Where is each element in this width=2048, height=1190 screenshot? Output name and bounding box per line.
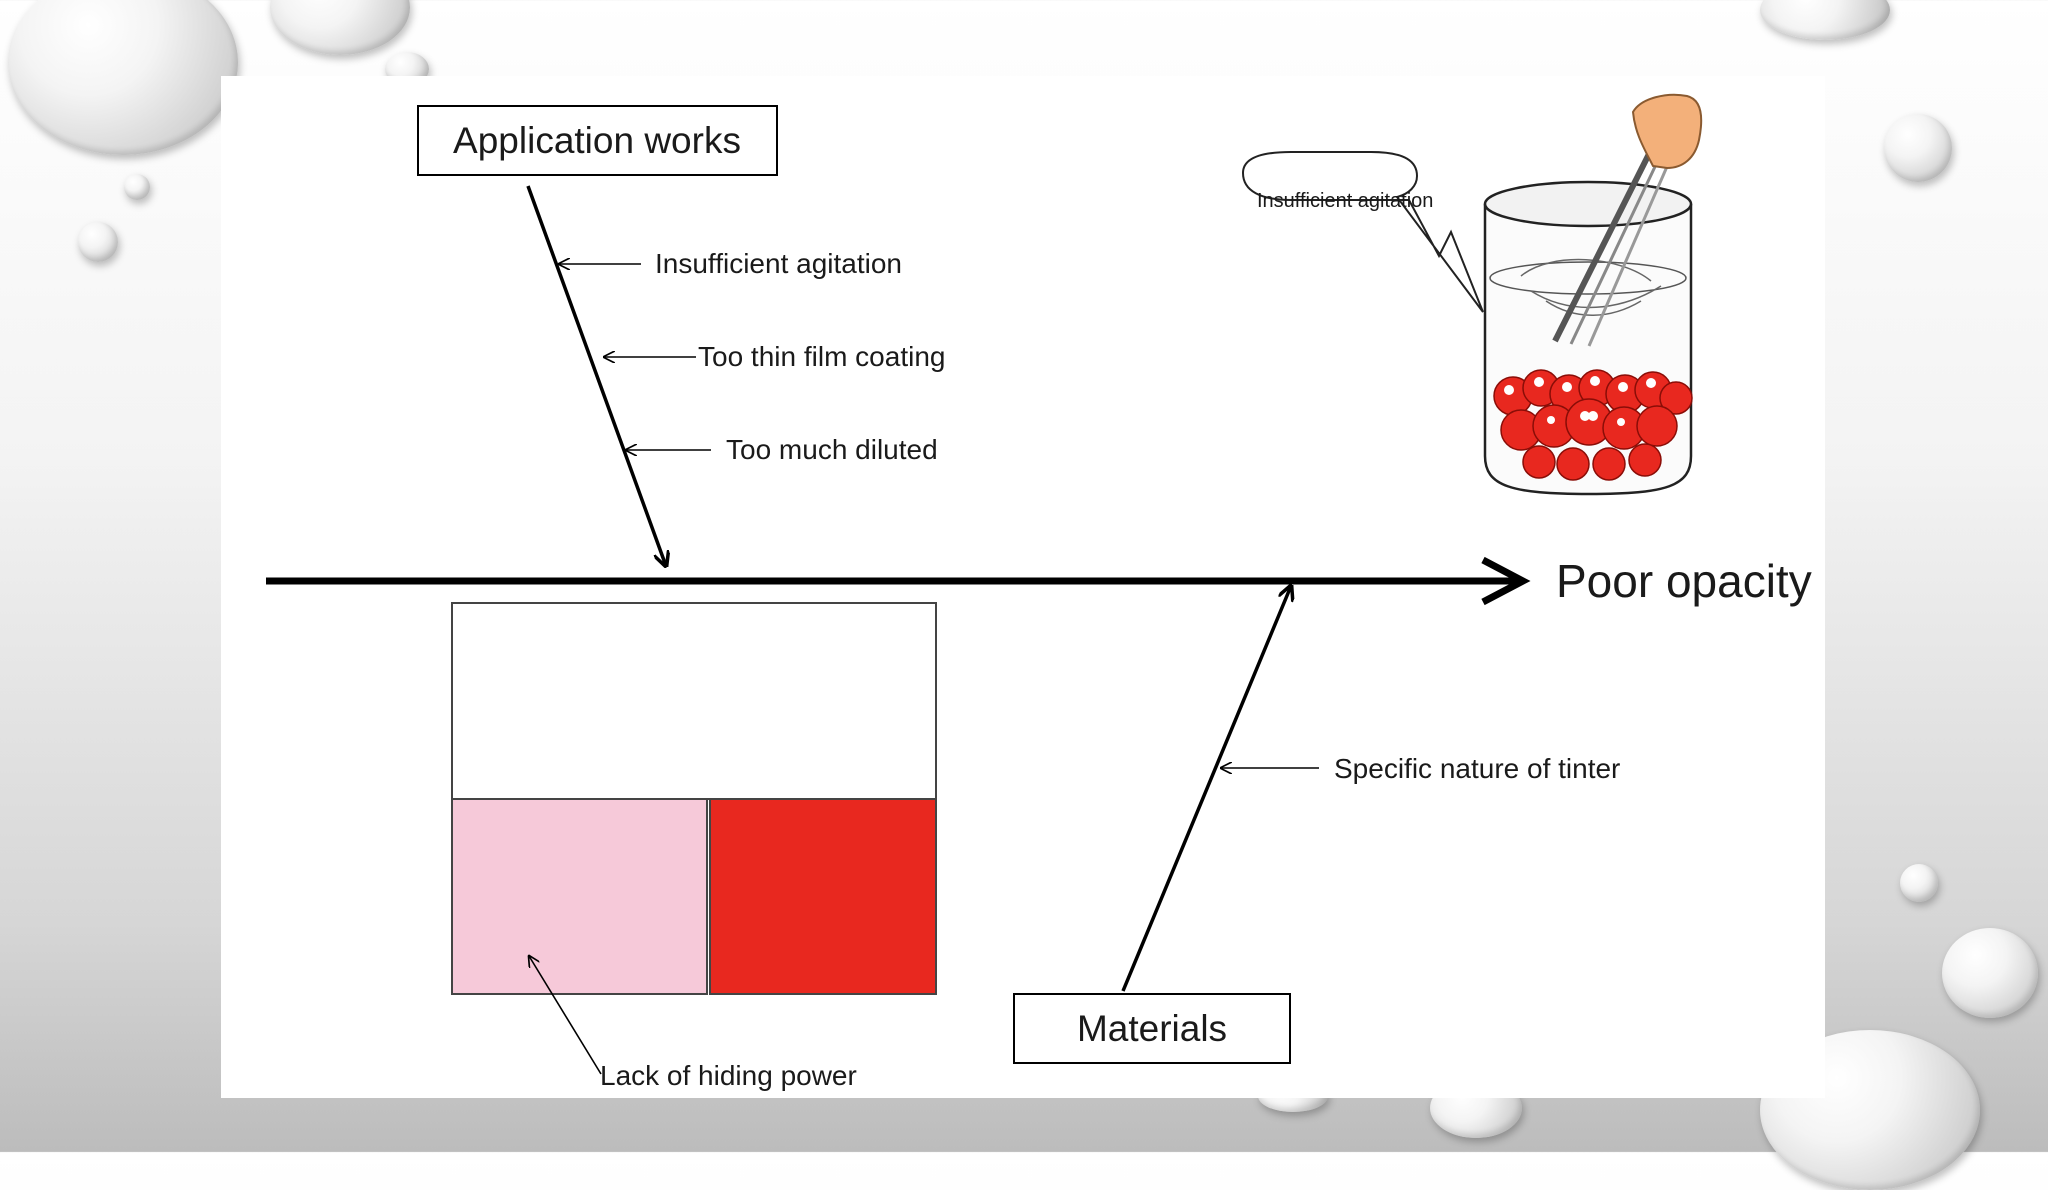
water-drop-decoration xyxy=(1942,928,2038,1018)
water-drop-decoration xyxy=(78,222,118,262)
water-drop-decoration xyxy=(270,0,410,55)
water-drop-decoration xyxy=(8,0,238,155)
category-label-bottom: Materials xyxy=(1077,1008,1227,1049)
cause-label-1: Insufficient agitation xyxy=(655,248,902,279)
diagram-slide: Poor opacity Application works Insuffici… xyxy=(221,76,1825,1098)
cause-label-4: Specific nature of tinter xyxy=(1334,753,1620,784)
category-box-top xyxy=(417,105,778,176)
agitation-jar-illustration xyxy=(1483,93,1703,496)
swatch-label: Lack of hiding power xyxy=(600,1060,857,1091)
fishbone-diagram: Poor opacity Application works Insuffici… xyxy=(266,93,1812,1091)
main-spine-arrowhead xyxy=(1481,556,1531,606)
cause-label-3: Too much diluted xyxy=(726,434,938,465)
bottom-branch-arrow xyxy=(1121,586,1291,992)
water-drop-decoration xyxy=(1884,114,1952,182)
bubble-text: Insufficient agitation xyxy=(1257,190,1433,212)
speech-bubble xyxy=(1241,151,1484,313)
cause-label-2: Too thin film coating xyxy=(698,341,945,372)
water-drop-decoration xyxy=(124,174,150,200)
effect-label: Poor opacity xyxy=(1556,555,1812,607)
water-drop-decoration xyxy=(1900,864,1938,902)
hiding-power-swatch xyxy=(451,602,937,995)
swatch-pointer-arrow xyxy=(529,956,602,1075)
water-drop-decoration xyxy=(1760,0,1890,40)
top-branch-arrow xyxy=(526,185,666,566)
category-box-bottom xyxy=(1013,993,1291,1064)
category-label-top: Application works xyxy=(453,120,741,161)
